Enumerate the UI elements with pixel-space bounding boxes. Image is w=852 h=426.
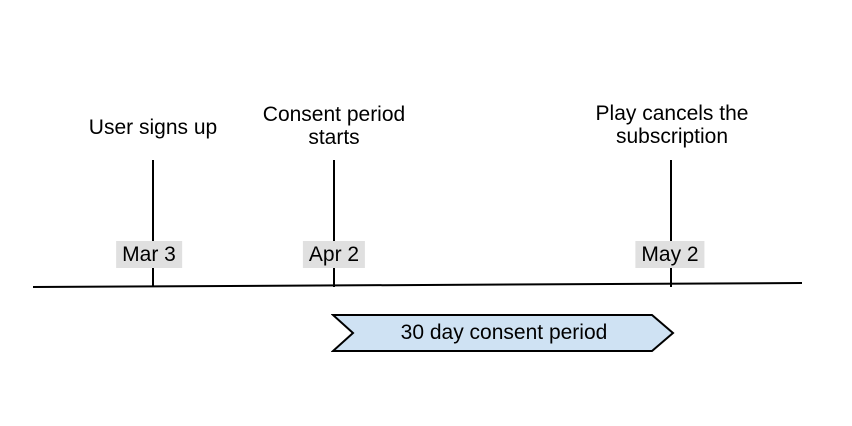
consent-period-banner-shape: [331, 314, 675, 352]
date-badge-1: Mar 3: [116, 241, 182, 268]
event-title-3: Play cancels the subscription: [595, 102, 749, 148]
date-badge-2: Apr 2: [302, 241, 366, 268]
event-title-2: Consent period starts: [262, 103, 406, 149]
date-badge-3: May 2: [635, 241, 705, 268]
banner-polygon: [331, 314, 675, 352]
tick-line-1: [152, 160, 154, 287]
tick-line-2: [333, 160, 335, 287]
event-title-1: User signs up: [88, 116, 218, 139]
banner-label: 30 day consent period: [400, 321, 608, 344]
tick-line-3: [670, 160, 672, 287]
